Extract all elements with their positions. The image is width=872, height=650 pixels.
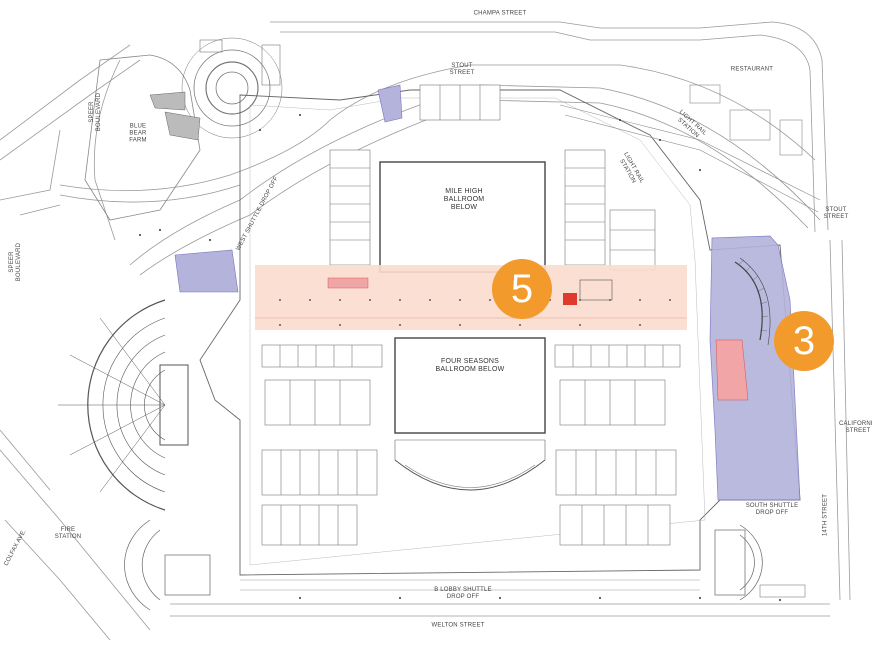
street-lines xyxy=(0,21,851,641)
purple-zone-east xyxy=(709,235,801,501)
mid-meeting-rooms xyxy=(261,344,681,546)
champa-street-label: CHAMPA STREET xyxy=(473,10,527,17)
rotunda xyxy=(181,37,283,139)
speer-boulevard-label: SPEER BOULEVARD xyxy=(89,92,102,132)
welton-street-label: WELTON STREET xyxy=(431,622,485,629)
amphitheater xyxy=(58,299,189,511)
map-marker-3[interactable]: 3 xyxy=(774,311,834,371)
red-accent-left xyxy=(327,277,369,289)
speer-boulevard-label-2: SPEER BOULEVARD xyxy=(9,242,22,282)
light-rail-tracks xyxy=(559,84,821,213)
blue-bear-farm-label: BLUE BEAR FARM xyxy=(129,123,147,144)
b-lobby-shuttle-label: B LOBBY SHUTTLE DROP OFF xyxy=(434,587,492,600)
mile-high-ballroom xyxy=(379,161,546,273)
purple-zone-topleft xyxy=(377,84,403,123)
fire-station-label: FIRE STATION xyxy=(54,527,82,540)
fourteenth-street-label: 14TH STREET xyxy=(822,493,829,537)
four-seasons-ballroom xyxy=(394,337,546,434)
mile-high-ballroom-label: MILE HIGH BALLROOM BELOW xyxy=(443,188,485,211)
south-shuttle-label: SOUTH SHUTTLE DROP OFF xyxy=(745,503,799,516)
red-accent-mid xyxy=(563,293,577,305)
four-seasons-ballroom-label: FOUR SEASONS BALLROOM BELOW xyxy=(435,358,505,373)
restaurant-label: RESTAURANT xyxy=(730,66,774,73)
upper-meeting-rooms xyxy=(329,84,656,271)
blue-bear-farm-area xyxy=(84,54,201,221)
stout-street-right-label: STOUT STREET xyxy=(823,207,849,220)
california-street-label: CALIFORNIA STREET xyxy=(838,421,872,434)
south-structures xyxy=(124,519,806,611)
purple-zone-west xyxy=(174,249,239,293)
pink-zone-east xyxy=(715,339,749,401)
concourse-band xyxy=(255,265,687,330)
stout-street-top-label: STOUT STREET xyxy=(449,63,475,76)
map-marker-5[interactable]: 5 xyxy=(492,259,552,319)
